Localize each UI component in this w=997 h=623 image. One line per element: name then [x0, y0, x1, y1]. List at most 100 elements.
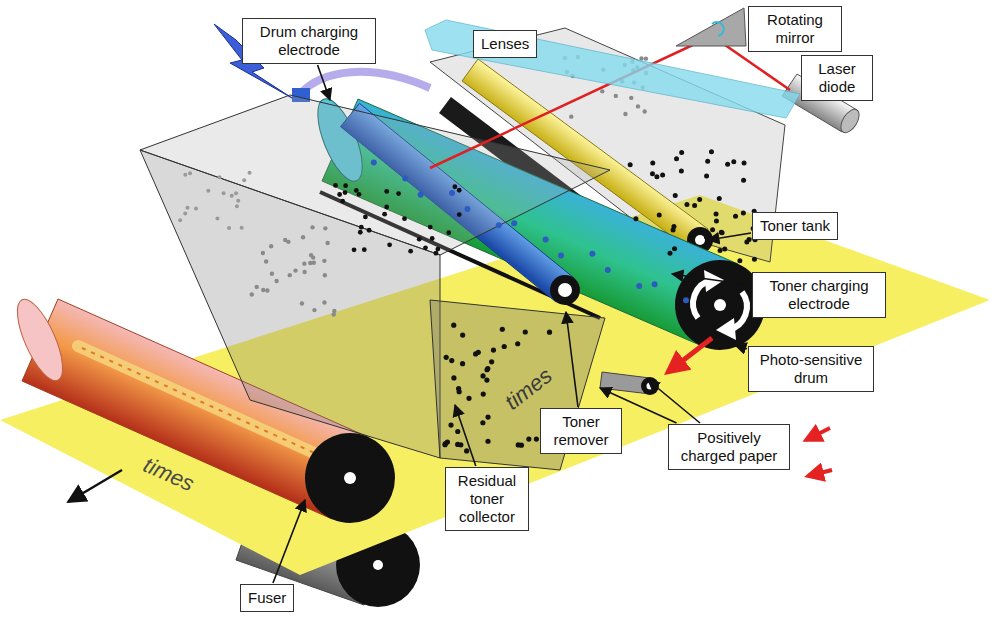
toner-particle [242, 178, 246, 182]
toner-particle [718, 248, 723, 253]
toner-particle [455, 429, 460, 434]
toner-particle [652, 281, 658, 287]
rotating-mirror [676, 8, 746, 46]
toner-particle [359, 225, 364, 230]
callout-box: Toner tank [752, 212, 838, 240]
toner-particle [628, 162, 633, 167]
toner-particle [384, 189, 389, 194]
toner-particle [515, 341, 520, 346]
toner-particle [742, 160, 747, 165]
toner-tank-axle [695, 235, 705, 245]
toner-particle [704, 173, 709, 178]
charge-arrow [808, 470, 832, 476]
toner-particle [547, 330, 552, 335]
toner-particle [402, 176, 408, 182]
toner-particle [455, 442, 460, 447]
toner-particle [719, 230, 724, 235]
toner-particle [671, 228, 676, 233]
toner-particle [357, 192, 362, 197]
callout-box: Photo-sensitive drum [748, 346, 874, 392]
toner-particle [451, 375, 456, 380]
toner-particle [418, 192, 424, 198]
toner-particle [333, 183, 338, 188]
toner-particle [480, 420, 485, 425]
callout-label: Toner charging electrode [760, 277, 878, 313]
toner-particle [464, 206, 470, 212]
toner-particle [684, 202, 689, 207]
toner-particle [301, 235, 305, 239]
toner-particle [485, 439, 490, 444]
toner-particle [460, 361, 465, 366]
callout-box: Fuser [240, 584, 294, 612]
toner-particle [491, 347, 496, 352]
leader-line [708, 233, 751, 240]
toner-particle [178, 218, 182, 222]
charge-arrow [806, 428, 830, 440]
callout-box: Laser diode [801, 55, 873, 101]
toner-particle [639, 56, 643, 60]
leader-line [735, 345, 747, 349]
toner-particle [325, 241, 329, 245]
toner-particle [322, 259, 326, 263]
toner-particle [331, 312, 335, 316]
toner-particle [255, 285, 259, 289]
toner-particle [435, 247, 440, 252]
toner-particle [731, 159, 736, 164]
toner-particle [354, 188, 359, 193]
toner-particle [367, 228, 372, 233]
toner-particle [230, 194, 234, 198]
toner-particle [423, 245, 428, 250]
toner-particle [644, 56, 648, 60]
toner-particle [451, 323, 456, 328]
housing-front [140, 150, 440, 458]
toner-particle [672, 246, 677, 251]
toner-particle [714, 212, 719, 217]
callout-label: Residual toner collector [453, 472, 521, 526]
toner-particle [679, 150, 684, 155]
toner-particle [485, 414, 490, 419]
toner-particle [430, 236, 435, 241]
callout-label: Toner tank [760, 217, 830, 235]
toner-particle [310, 225, 314, 229]
toner-particle [250, 292, 254, 296]
callout-box: Rotating mirror [748, 6, 842, 52]
toner-particle [337, 192, 342, 197]
laser-diode-end [837, 106, 863, 135]
callout-box: Toner remover [540, 408, 622, 454]
toner-particle [382, 212, 387, 217]
toner-particle [322, 300, 326, 304]
toner-particle [720, 230, 725, 235]
callout-label: Rotating mirror [756, 11, 834, 47]
toner-particle [323, 273, 327, 277]
toner-particle [302, 261, 306, 265]
toner-particle [744, 240, 749, 245]
toner-particle [473, 351, 478, 356]
toner-particle [741, 211, 746, 216]
toner-particle [448, 422, 453, 427]
leader-line [273, 500, 305, 583]
paper-exit-arrow [68, 470, 122, 502]
toner-particle [387, 242, 392, 247]
toner-particle [449, 358, 454, 363]
toner-particle [725, 162, 730, 167]
callout-label: Lenses [481, 35, 529, 53]
callout-label: Toner remover [548, 413, 614, 449]
toner-particle [312, 308, 316, 312]
toner-particle [302, 270, 306, 274]
toner-particle [704, 235, 709, 240]
toner-particle [300, 301, 304, 305]
leader-line [455, 405, 476, 466]
toner-particle [206, 189, 210, 193]
toner-particle [569, 114, 573, 118]
toner-particle [657, 213, 662, 218]
toner-particle [589, 251, 595, 257]
toner-particle [261, 251, 265, 255]
toner-particle [218, 175, 222, 179]
callout-label: Photo-sensitive drum [756, 351, 866, 387]
callout-box: Drum charging electrode [242, 18, 376, 64]
callout-label: Laser diode [809, 60, 865, 96]
toner-particle [240, 226, 244, 230]
toner-particle [710, 227, 715, 232]
toner-particle [701, 228, 706, 233]
toner-particle [269, 244, 273, 248]
